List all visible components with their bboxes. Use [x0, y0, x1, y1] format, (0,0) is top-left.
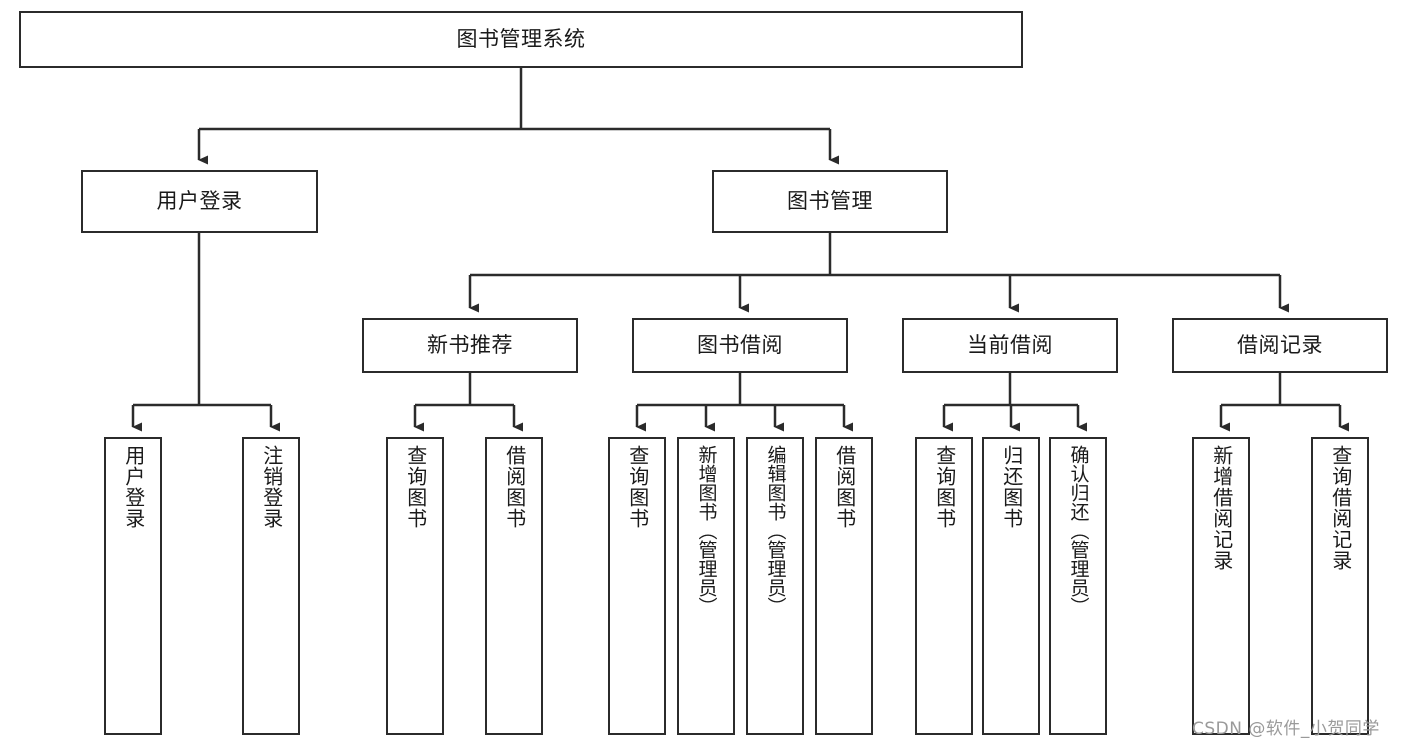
node-leaf-query-book-3-label: 查询图书: [932, 445, 957, 529]
node-root[interactable]: 图书管理系统: [19, 11, 1023, 68]
node-leaf-return-book[interactable]: 归还图书: [982, 437, 1040, 735]
node-leaf-query-book-1-label: 查询图书: [403, 445, 428, 529]
node-book-borrow-label: 图书借阅: [697, 332, 783, 357]
node-leaf-query-record[interactable]: 查询借阅记录: [1311, 437, 1369, 735]
node-leaf-user-login[interactable]: 用户登录: [104, 437, 162, 735]
node-leaf-return-book-label: 归还图书: [999, 445, 1024, 529]
node-new-book-recommend[interactable]: 新书推荐: [362, 318, 578, 373]
node-leaf-add-record-label: 新增借阅记录: [1209, 445, 1234, 571]
node-leaf-borrow-book-1-label: 借阅图书: [502, 445, 527, 529]
watermark-text: CSDN @软件_小贺同学: [1192, 719, 1380, 739]
node-leaf-add-book[interactable]: 新增图书（管理员）: [677, 437, 735, 735]
node-leaf-query-book-3[interactable]: 查询图书: [915, 437, 973, 735]
node-leaf-confirm-return-label: 确认归还（管理员）: [1067, 445, 1090, 616]
node-root-label: 图书管理系统: [456, 26, 586, 51]
node-user-login-label: 用户登录: [156, 188, 243, 213]
node-leaf-query-record-label: 查询借阅记录: [1328, 445, 1353, 571]
node-leaf-edit-book-label: 编辑图书（管理员）: [764, 445, 787, 616]
node-borrow-record[interactable]: 借阅记录: [1172, 318, 1388, 373]
node-leaf-confirm-return[interactable]: 确认归还（管理员）: [1049, 437, 1107, 735]
node-book-borrow[interactable]: 图书借阅: [632, 318, 848, 373]
node-leaf-borrow-book-2-label: 借阅图书: [832, 445, 857, 529]
node-leaf-add-book-label: 新增图书（管理员）: [695, 445, 718, 616]
node-leaf-user-logout-label: 注销登录: [259, 445, 284, 529]
node-leaf-borrow-book-1[interactable]: 借阅图书: [485, 437, 543, 735]
node-user-login[interactable]: 用户登录: [81, 170, 318, 233]
node-leaf-query-book-1[interactable]: 查询图书: [386, 437, 444, 735]
node-leaf-add-record[interactable]: 新增借阅记录: [1192, 437, 1250, 735]
node-leaf-user-login-label: 用户登录: [121, 445, 146, 529]
node-borrow-record-label: 借阅记录: [1237, 332, 1323, 357]
node-current-borrow[interactable]: 当前借阅: [902, 318, 1118, 373]
node-leaf-user-logout[interactable]: 注销登录: [242, 437, 300, 735]
node-leaf-query-book-2[interactable]: 查询图书: [608, 437, 666, 735]
node-current-borrow-label: 当前借阅: [967, 332, 1053, 357]
node-leaf-edit-book[interactable]: 编辑图书（管理员）: [746, 437, 804, 735]
node-new-book-recommend-label: 新书推荐: [427, 332, 513, 357]
node-book-management-label: 图书管理: [787, 188, 873, 213]
node-leaf-query-book-2-label: 查询图书: [625, 445, 650, 529]
node-leaf-borrow-book-2[interactable]: 借阅图书: [815, 437, 873, 735]
node-book-management[interactable]: 图书管理: [712, 170, 948, 233]
